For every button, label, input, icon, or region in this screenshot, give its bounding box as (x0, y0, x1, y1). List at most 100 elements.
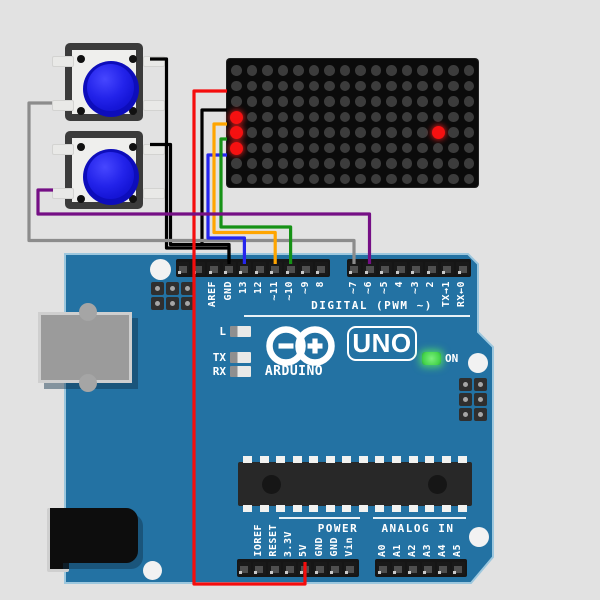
matrix-dot (448, 158, 459, 169)
digital-header-right-socket-tx1[interactable] (440, 261, 454, 275)
button-pin-dot (129, 143, 137, 151)
button-leg[interactable] (52, 188, 74, 199)
matrix-dot (463, 65, 475, 76)
button-leg[interactable] (143, 144, 165, 155)
ic-leg (243, 505, 252, 512)
icsp-pad[interactable] (151, 282, 164, 295)
button-cap[interactable] (87, 152, 134, 199)
button-leg[interactable] (143, 56, 165, 67)
matrix-dot (339, 158, 351, 169)
button-leg[interactable] (143, 188, 165, 199)
icsp-pad[interactable] (151, 297, 164, 310)
matrix-dot (448, 65, 459, 76)
matrix-dot (339, 80, 351, 92)
matrix-dot (417, 96, 428, 107)
pin-label: Vin (343, 537, 355, 557)
digital-header-left-socket-aref[interactable] (207, 261, 221, 275)
button-leg[interactable] (143, 100, 165, 111)
pushbutton-1[interactable] (52, 43, 165, 121)
matrix-dot (370, 158, 382, 169)
digital-header-left-socket-gnd[interactable] (222, 261, 236, 275)
button-leg[interactable] (52, 100, 74, 111)
pushbutton-2[interactable] (52, 131, 165, 209)
digital-header-right-socket-5[interactable] (378, 261, 392, 275)
digital-header-right-socket-6[interactable] (363, 261, 376, 275)
matrix-dot (432, 158, 444, 169)
power-header-socket-5v[interactable] (298, 561, 312, 575)
button-cap-ring (83, 149, 139, 205)
digital-header-right-socket-2[interactable] (425, 261, 438, 275)
icsp-pad[interactable] (474, 408, 487, 421)
matrix-dot (293, 158, 304, 169)
digital-header-right-socket-7[interactable] (347, 261, 361, 275)
pin-label: A4 (436, 543, 448, 557)
power-section-title: POWER (317, 522, 359, 535)
matrix-dot (324, 173, 335, 185)
digital-header-left-socket-10[interactable] (284, 261, 298, 275)
pin-label: 5V (298, 543, 310, 557)
power-header-socket-33v[interactable] (283, 561, 297, 575)
icsp-pad[interactable] (459, 393, 472, 406)
wire-matrix-gnd[interactable] (200, 108, 227, 245)
icsp-pad[interactable] (181, 297, 194, 310)
button-leg[interactable] (52, 144, 74, 155)
ic-leg (276, 505, 286, 512)
pin-label: GND (313, 537, 325, 557)
matrix-dot (308, 127, 320, 138)
icsp-pad[interactable] (474, 378, 487, 391)
icsp-pad[interactable] (459, 408, 472, 421)
digital-header-left-socket-9[interactable] (299, 261, 313, 275)
power-header-socket[interactable] (237, 561, 251, 575)
pin-label: A2 (406, 543, 418, 557)
matrix-dot (386, 111, 397, 123)
brand-text: ARDUINO (264, 364, 324, 379)
pin-label: ~7 (347, 281, 359, 295)
matrix-dot (417, 142, 428, 154)
led-dot-matrix[interactable] (227, 59, 478, 187)
digital-header-left-socket[interactable] (176, 261, 190, 275)
icsp-pad[interactable] (166, 282, 179, 295)
wire-button1-gnd[interactable] (150, 57, 231, 264)
wire-button2-gnd[interactable] (150, 142, 231, 263)
analog-header-socket-a4[interactable] (436, 561, 450, 575)
matrix-dot (386, 96, 397, 107)
power-header-socket-gnd[interactable] (313, 561, 327, 575)
digital-header-right-socket-4[interactable] (394, 261, 407, 275)
l-led (230, 325, 251, 337)
icsp-pad[interactable] (459, 378, 472, 391)
power-header-socket-ioref[interactable] (252, 561, 266, 575)
button-cap[interactable] (87, 64, 134, 111)
ic-leg (408, 456, 418, 463)
matrix-dot (432, 65, 444, 76)
digital-header-left-socket[interactable] (191, 261, 205, 275)
power-header-socket-vin[interactable] (343, 561, 357, 575)
button-leg[interactable] (52, 56, 74, 67)
digital-header-left-socket-8[interactable] (314, 261, 328, 275)
analog-header-socket-a0[interactable] (376, 561, 390, 575)
matrix-dot-lit (230, 126, 243, 139)
icsp-pad[interactable] (474, 393, 487, 406)
matrix-dot (324, 80, 335, 92)
analog-header-socket-a2[interactable] (406, 561, 420, 575)
matrix-dot (293, 80, 304, 92)
matrix-dot (417, 173, 428, 185)
ic-leg (358, 505, 368, 512)
analog-header-socket-a5[interactable] (451, 561, 465, 575)
power-header-socket-reset[interactable] (268, 561, 282, 575)
icsp-pad[interactable] (181, 282, 194, 295)
digital-header-left-socket-12[interactable] (253, 261, 267, 275)
ic-chip-atmega[interactable] (238, 456, 472, 512)
digital-header-left-socket-11[interactable] (268, 261, 282, 275)
power-jack (58, 508, 138, 563)
digital-header-left-socket-13[interactable] (237, 261, 251, 275)
analog-header-socket-a3[interactable] (421, 561, 435, 575)
power-header-socket-gnd[interactable] (328, 561, 342, 575)
usb-tab (79, 303, 97, 321)
pin-label: RESET (268, 524, 280, 557)
matrix-dot (308, 158, 320, 169)
digital-header-right-socket-3[interactable] (409, 261, 423, 275)
digital-header-right-socket-rx0[interactable] (456, 261, 469, 275)
analog-header-socket-a1[interactable] (391, 561, 405, 575)
icsp-pad[interactable] (166, 297, 179, 310)
button-pin-dot (77, 195, 85, 203)
